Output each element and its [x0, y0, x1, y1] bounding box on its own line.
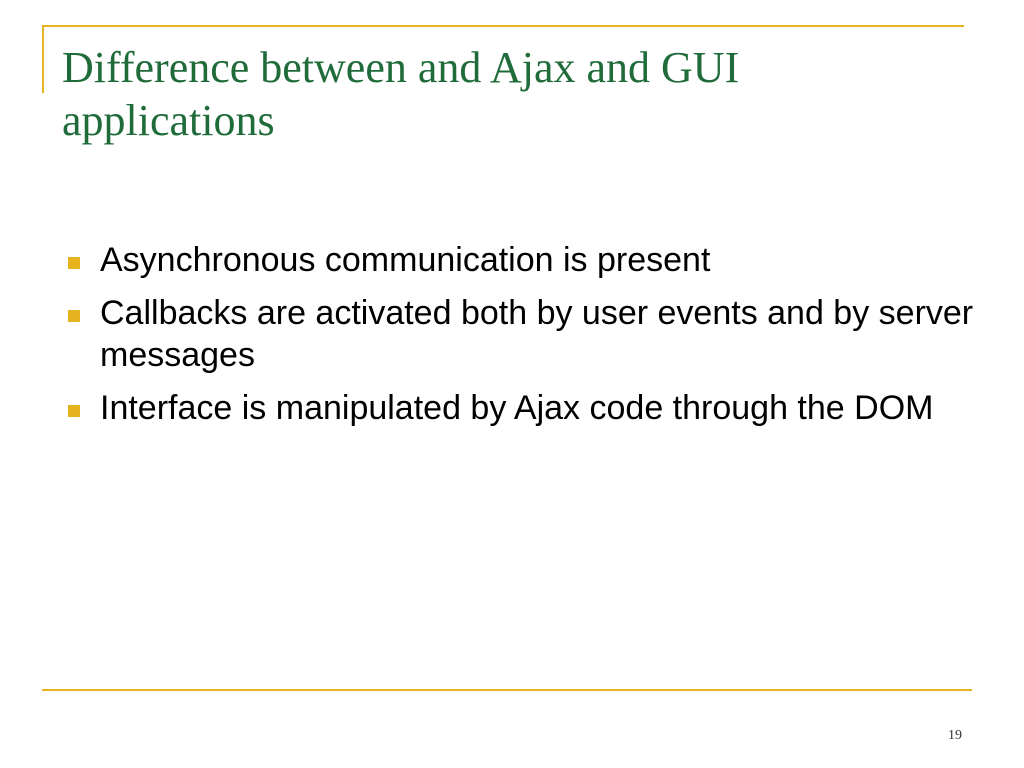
top-rule	[42, 25, 964, 27]
bullet-item: Callbacks are activated both by user eve…	[62, 293, 982, 376]
bullet-item: Interface is manipulated by Ajax code th…	[62, 388, 982, 429]
bullet-item: Asynchronous communication is present	[62, 240, 982, 281]
bullet-text: Interface is manipulated by Ajax code th…	[100, 389, 934, 428]
square-bullet-icon	[68, 310, 80, 323]
bullet-text: Callbacks are activated both by user eve…	[100, 294, 974, 374]
page-number: 19	[948, 728, 962, 743]
square-bullet-icon	[68, 405, 80, 418]
slide-title: Difference between and Ajax and GUI appl…	[62, 43, 740, 145]
square-bullet-icon	[68, 257, 80, 269]
left-rule	[42, 25, 44, 93]
bottom-rule	[42, 689, 972, 691]
bullet-list: Asynchronous communication is present Ca…	[62, 240, 982, 442]
bullet-text: Asynchronous communication is present	[100, 241, 711, 279]
